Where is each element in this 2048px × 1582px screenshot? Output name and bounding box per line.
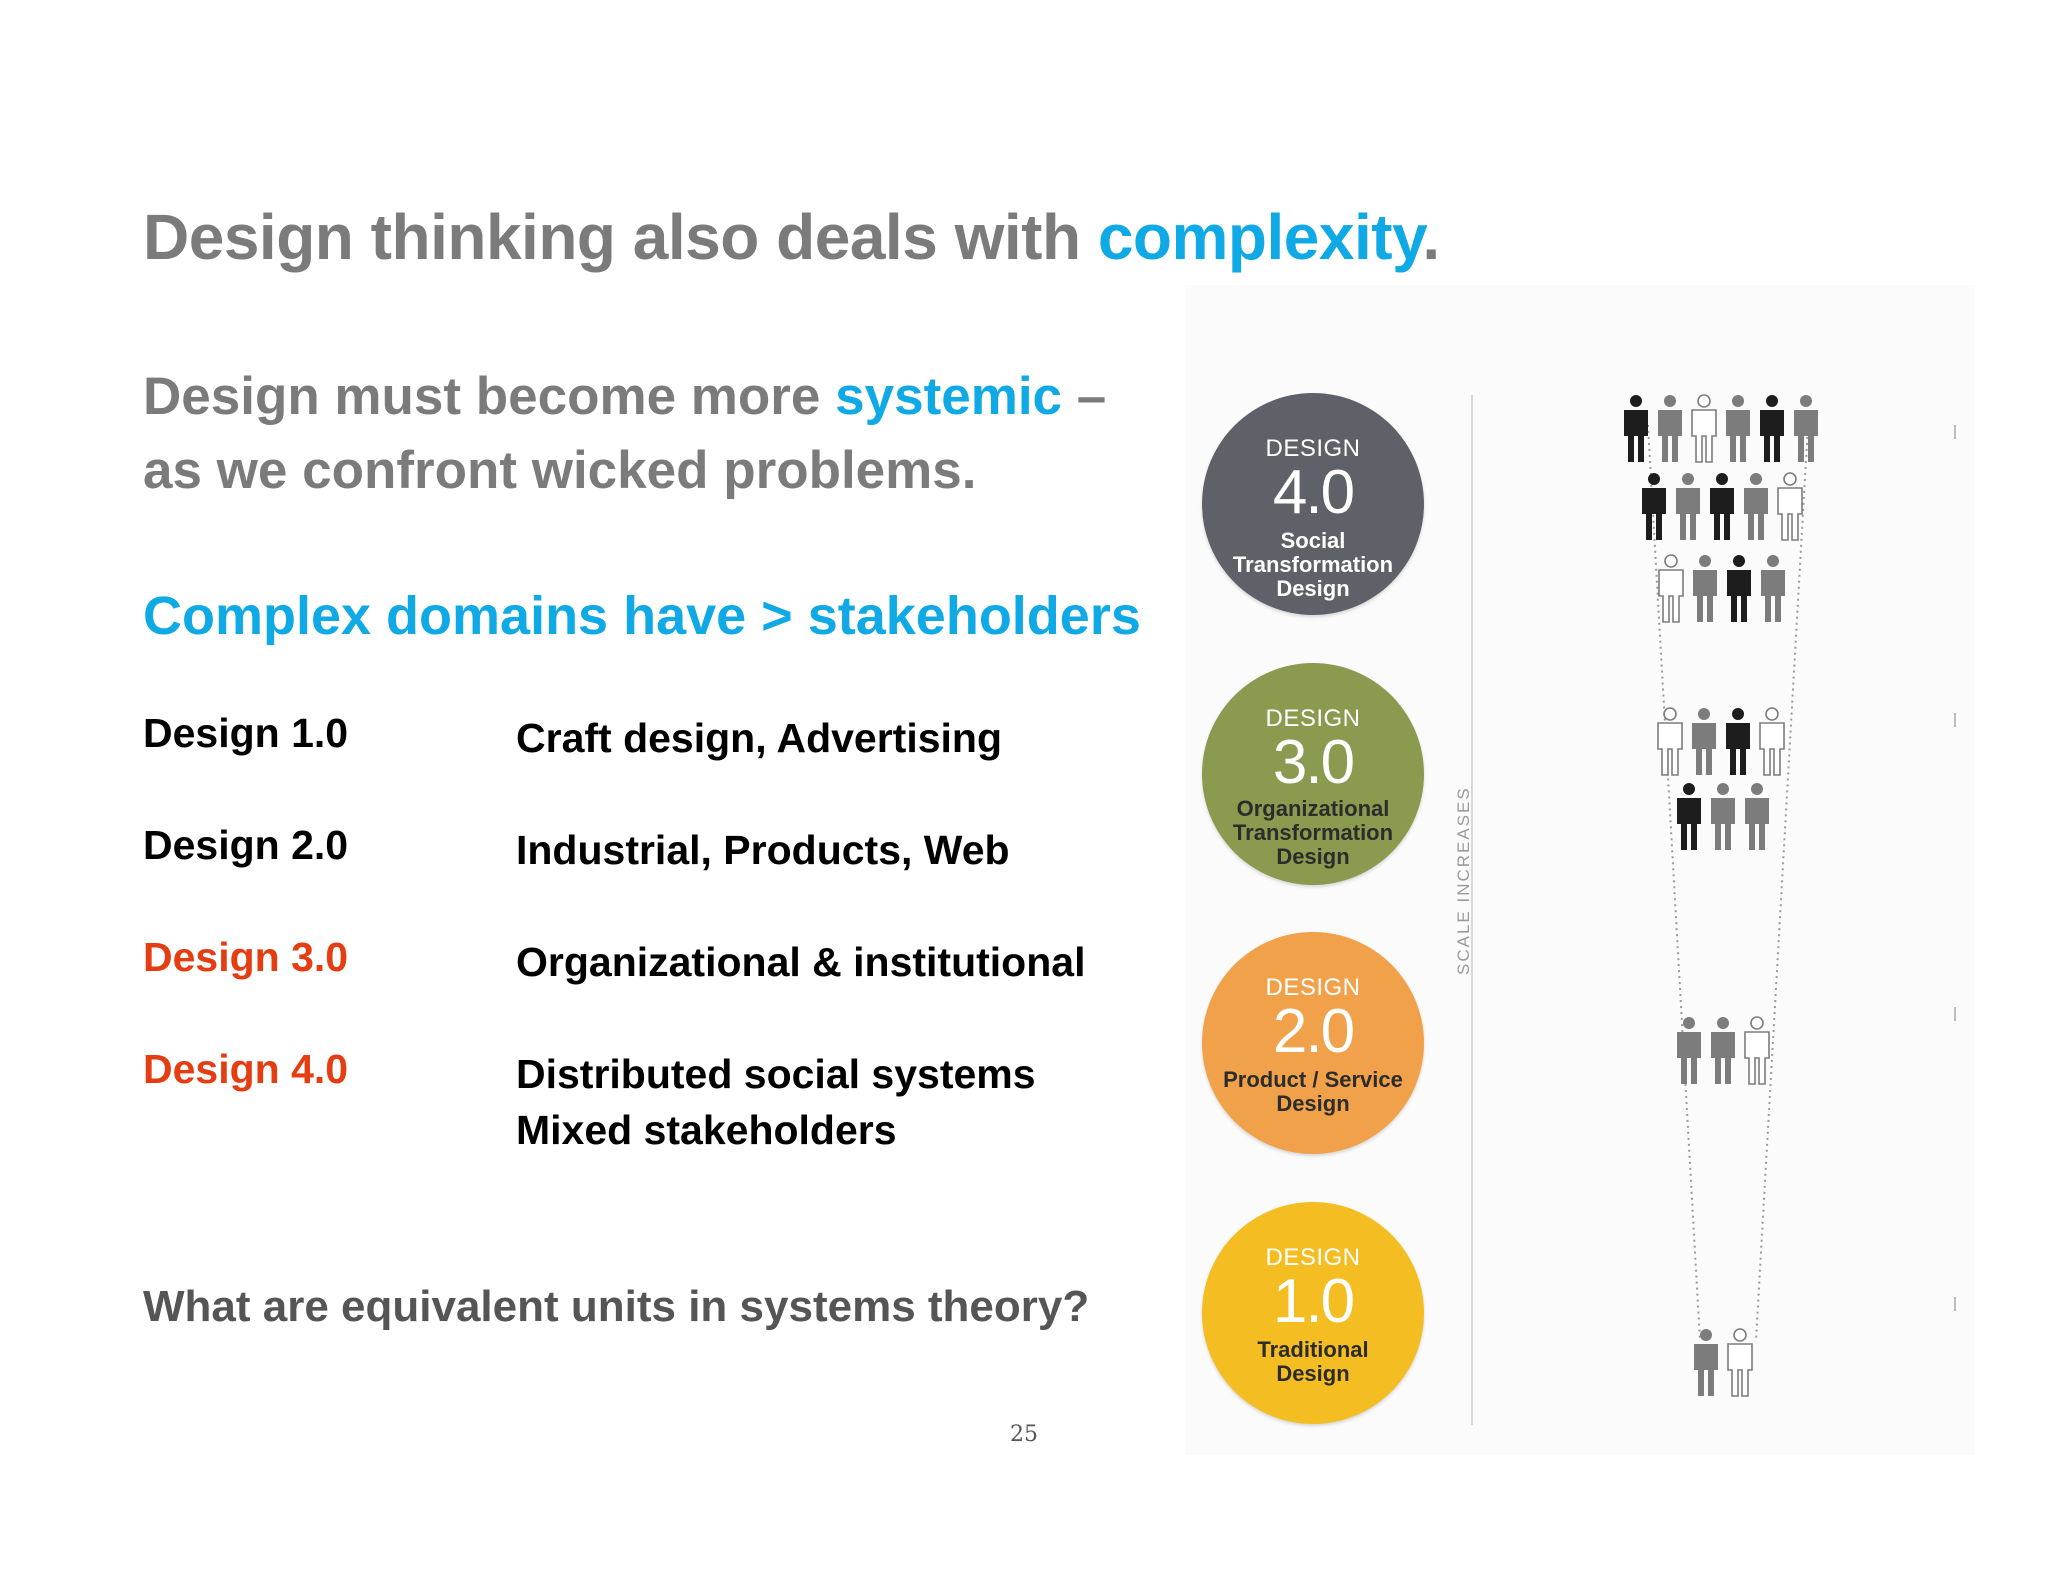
circle-name: Social Transformation Design xyxy=(1202,529,1424,601)
person-icon xyxy=(1727,1328,1753,1397)
description-line: Mixed stakeholders xyxy=(516,1107,897,1153)
design-level-row: Design 1.0 Craft design, Advertising xyxy=(143,710,1143,822)
subtitle: Design must become more systemic – as we… xyxy=(143,360,1106,508)
person-icon xyxy=(1744,1016,1770,1085)
description-line: Distributed social systems xyxy=(516,1051,1036,1097)
slide-title: Design thinking also deals with complexi… xyxy=(143,200,1440,274)
person-icon xyxy=(1726,395,1750,462)
person-icon xyxy=(1745,783,1769,850)
design-version: Design 1.0 xyxy=(143,710,349,756)
person-icon xyxy=(1744,473,1768,540)
design-level-row: Design 2.0 Industrial, Products, Web xyxy=(143,822,1143,934)
person-icon xyxy=(1727,555,1751,622)
design-version: Design 2.0 xyxy=(143,822,349,868)
design-2-circle: DESIGN 2.0 Product / Service Design xyxy=(1202,932,1424,1154)
design-version-highlighted: Design 4.0 xyxy=(143,1046,349,1092)
person-icon xyxy=(1694,1329,1718,1396)
circle-label: DESIGN xyxy=(1265,705,1361,732)
title-main: Design thinking also deals with xyxy=(143,201,1098,273)
person-icon xyxy=(1711,783,1735,850)
person-icon xyxy=(1777,472,1803,541)
circle-name-line: Design xyxy=(1276,576,1350,601)
person-icon xyxy=(1657,707,1683,776)
design-description: Organizational & institutional xyxy=(516,934,1085,990)
systems-theory-question: What are equivalent units in systems the… xyxy=(143,1282,1090,1331)
description-line: Organizational & institutional xyxy=(516,939,1086,985)
description-line: Industrial, Products, Web xyxy=(516,827,1010,873)
circle-name-line: Design xyxy=(1276,1361,1350,1386)
design-description: Craft design, Advertising xyxy=(516,710,1002,766)
title-accent: complexity xyxy=(1097,201,1423,273)
circle-name-line: Design xyxy=(1276,1091,1350,1116)
person-icon xyxy=(1760,395,1784,462)
design-4-circle: DESIGN 4.0 Social Transformation Design xyxy=(1202,393,1424,615)
person-icon xyxy=(1642,473,1666,540)
person-icon xyxy=(1711,1017,1735,1084)
circle-name-line: Traditional xyxy=(1257,1337,1369,1362)
person-icon xyxy=(1710,473,1734,540)
subtitle-text: Design must become more xyxy=(143,367,836,426)
circle-number: 1.0 xyxy=(1272,1267,1355,1336)
circle-name-line: Social xyxy=(1280,528,1346,553)
person-icon xyxy=(1726,708,1750,775)
page-number: 25 xyxy=(1010,1422,1038,1447)
subtitle-line-2: as we confront wicked problems. xyxy=(143,441,977,500)
title-end: . xyxy=(1422,201,1440,273)
circle-name: Traditional Design xyxy=(1202,1338,1424,1386)
circle-number: 4.0 xyxy=(1272,458,1355,527)
circle-label: DESIGN xyxy=(1265,974,1361,1001)
person-icon xyxy=(1677,783,1701,850)
circle-name-line: Transformation xyxy=(1232,820,1394,845)
circle-label: DESIGN xyxy=(1265,435,1361,462)
circle-number: 2.0 xyxy=(1272,997,1355,1066)
circle-label: DESIGN xyxy=(1265,1244,1361,1271)
design-description: Industrial, Products, Web xyxy=(516,822,1010,878)
design-version-highlighted: Design 3.0 xyxy=(143,934,349,980)
complex-domains-heading: Complex domains have > stakeholders xyxy=(143,586,1141,646)
circle-name-line: Design xyxy=(1276,844,1350,869)
person-icon xyxy=(1677,1017,1701,1084)
person-icon xyxy=(1676,473,1700,540)
subtitle-dash: – xyxy=(1062,367,1107,426)
person-icon xyxy=(1658,395,1682,462)
design-levels-list: Design 1.0 Craft design, Advertising Des… xyxy=(143,710,1143,1158)
person-icon xyxy=(1624,395,1648,462)
funnel-edge-line xyxy=(1647,424,1701,1341)
person-icon xyxy=(1691,394,1717,463)
person-icon xyxy=(1794,395,1818,462)
circle-name-line: Product / Service xyxy=(1223,1067,1403,1092)
circle-name-line: Organizational xyxy=(1236,796,1390,821)
scale-axis-line xyxy=(1471,395,1473,1425)
person-icon xyxy=(1759,707,1785,776)
circle-name: Organizational Transformation Design xyxy=(1202,797,1424,869)
design-level-row: Design 3.0 Organizational & institutiona… xyxy=(143,934,1143,1046)
design-3-circle: DESIGN 3.0 Organizational Transformation… xyxy=(1202,663,1424,885)
person-icon xyxy=(1692,708,1716,775)
person-icon xyxy=(1761,555,1785,622)
person-icon xyxy=(1693,555,1717,622)
circle-name: Product / Service Design xyxy=(1202,1068,1424,1116)
design-1-circle: DESIGN 1.0 Traditional Design xyxy=(1202,1202,1424,1424)
funnel-edge-line xyxy=(1755,424,1809,1341)
subtitle-accent: systemic xyxy=(835,367,1063,426)
subtitle-line-1: Design must become more systemic – xyxy=(143,360,1106,434)
circle-name-line: Transformation xyxy=(1232,552,1394,577)
description-line: Craft design, Advertising xyxy=(516,715,1002,761)
person-icon xyxy=(1658,554,1684,623)
circle-number: 3.0 xyxy=(1272,728,1355,797)
